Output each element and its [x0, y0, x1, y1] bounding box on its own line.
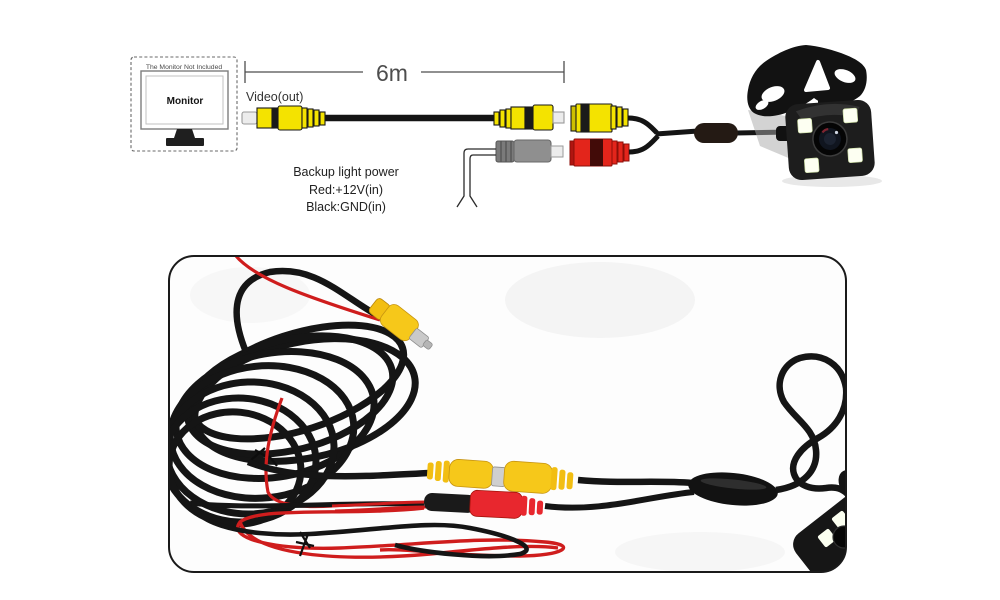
cable-length-bracket — [244, 61, 565, 83]
rca-plug-camera-end-icon — [493, 104, 565, 131]
backup-power-line2: Red:+12V(in) — [309, 183, 383, 197]
camera-led — [797, 118, 813, 134]
photo-rca-coupler-icon — [426, 459, 574, 494]
backup-power-line1: Backup light power — [293, 165, 399, 179]
photo-power-coupler-icon — [424, 489, 544, 519]
backup-power-line3: Black:GND(in) — [306, 200, 386, 214]
camera-led — [847, 147, 863, 163]
dc-power-plug-icon — [495, 139, 564, 163]
camera-led — [804, 157, 820, 174]
wiring-diagram: The Monitor Not Included Monitor 6m Vide… — [130, 45, 882, 214]
power-pigtail-wires — [456, 148, 496, 208]
camera-led — [842, 107, 859, 124]
power-jack-red-icon — [569, 138, 630, 167]
wire-tangle — [189, 397, 566, 559]
camera-assembly-icon — [747, 45, 882, 187]
ferrite-filter-icon — [694, 123, 738, 143]
video-out-label: Video(out) — [246, 90, 303, 104]
camera-cable — [544, 489, 695, 511]
rca-jack-camera-side-icon — [570, 103, 629, 133]
video-lead-black — [233, 267, 382, 354]
monitor-label: Monitor — [167, 96, 204, 107]
power-lead-red — [231, 256, 381, 322]
photo-rca-plug-icon — [368, 298, 433, 350]
camera-lens — [832, 525, 846, 549]
photo-ferrite-filter-icon — [688, 472, 778, 506]
rca-plug-monitor-end-icon — [241, 105, 326, 131]
camera-cable — [577, 476, 693, 487]
monitor-box: The Monitor Not Included Monitor — [130, 56, 238, 152]
product-photo — [168, 255, 847, 573]
camera-led — [817, 528, 837, 548]
backup-power-label: Backup light power Red:+12V(in) Black:GN… — [293, 165, 399, 214]
photo-frame — [168, 255, 847, 573]
monitor-icon — [140, 70, 229, 146]
monitor-note-label: The Monitor Not Included — [146, 64, 223, 71]
cable-length-label: 6m — [376, 60, 408, 86]
